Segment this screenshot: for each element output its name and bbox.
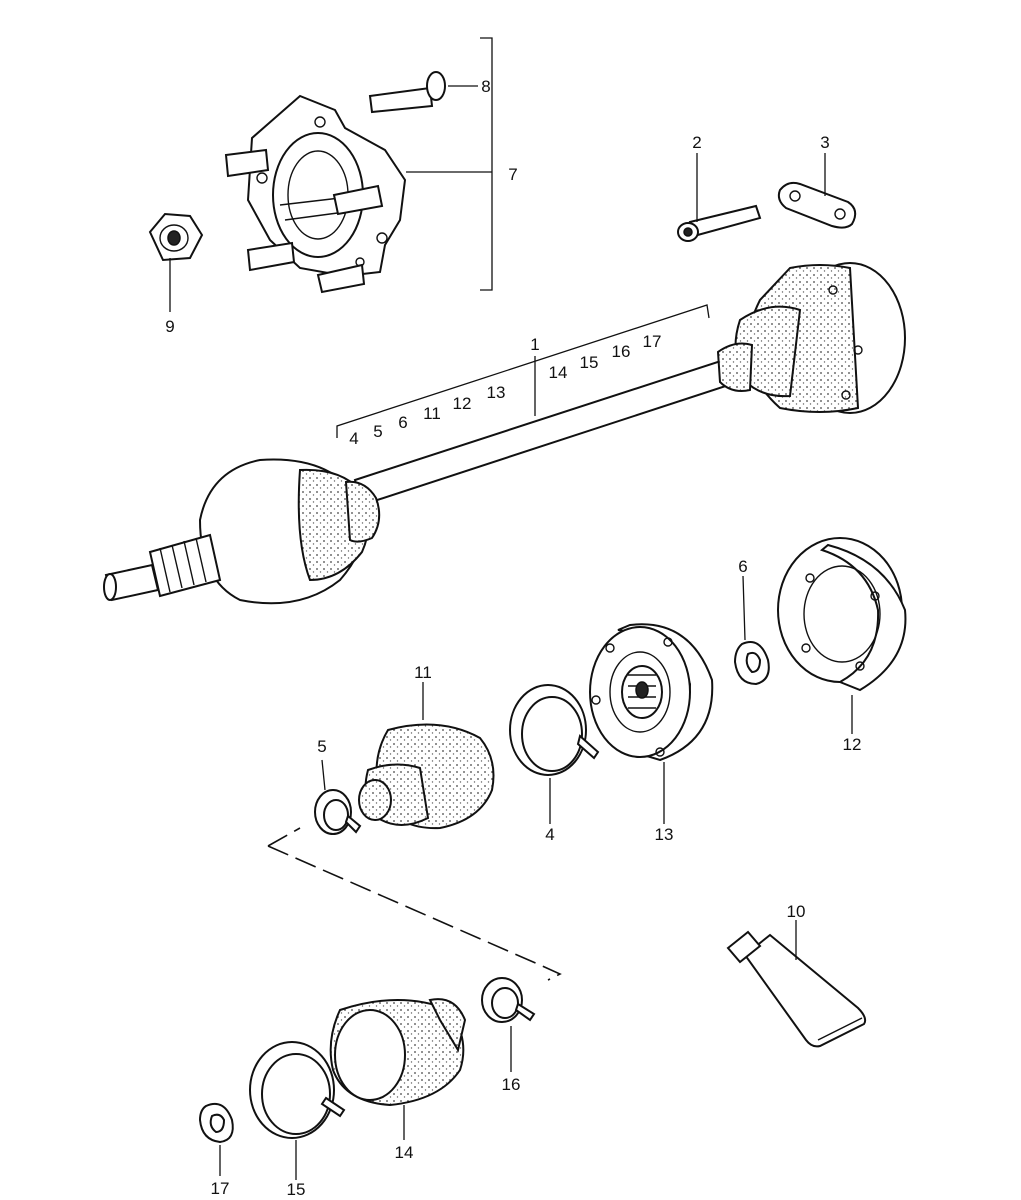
flange-hub-part [246,94,407,278]
small-clamp-part [314,789,362,835]
alt-boot-part [329,998,467,1107]
bracket-left-item: 13 [487,383,506,402]
bracket-right-item: 15 [580,353,599,372]
callout-3: 3 [820,133,829,152]
callout-1: 1 [530,335,539,354]
leader-lines [169,37,853,1180]
alt-small-clamp-part [481,977,536,1023]
callout-5: 5 [317,737,326,756]
callout-11: 11 [414,663,432,682]
callout-12: 12 [843,735,862,754]
callout-13: 13 [655,825,674,844]
socket-screw-part [677,204,762,242]
large-clamp-part [509,684,600,776]
bracket-left-numbers: 4 5 6 11 12 13 [349,383,505,448]
joint-cover-part [777,537,907,692]
callout-8: 8 [481,77,490,96]
alternative-assembly-line [267,827,562,981]
bracket-left-item: 4 [349,429,358,448]
callout-labels: 1 2 3 7 8 9 6 12 11 5 4 13 10 16 14 15 1… [165,77,861,1199]
callout-10: 10 [787,902,806,921]
drive-shaft-assembly [103,262,906,605]
bracket-right-item: 14 [549,363,568,382]
bracket-left-item: 12 [453,394,472,413]
inner-boot-part [358,723,495,830]
alt-large-clamp-part [249,1041,346,1139]
bracket-right-item: 17 [643,332,662,351]
callout-2: 2 [692,133,701,152]
callout-7: 7 [508,165,517,184]
nut-part [148,212,204,262]
bracket-left-item: 5 [373,422,382,441]
callout-16: 16 [502,1075,521,1094]
bolt-part [368,71,446,114]
callout-17: 17 [211,1179,230,1198]
callout-6: 6 [738,557,747,576]
lock-plate-part [777,181,857,229]
alt-circlip-part [198,1102,234,1144]
callout-9: 9 [165,317,174,336]
callout-15: 15 [287,1180,306,1199]
wheel-stud-set [224,148,384,294]
grease-tube-part [726,930,867,1048]
cv-joint-part [589,623,714,762]
bracket-left-item: 11 [423,404,441,423]
callout-4: 4 [545,825,554,844]
bracket-right-numbers: 14 15 16 17 [549,332,662,382]
bracket-left-item: 6 [398,413,407,432]
bracket-right-item: 16 [612,342,631,361]
callout-14: 14 [395,1143,414,1162]
circlip-part [733,641,770,686]
